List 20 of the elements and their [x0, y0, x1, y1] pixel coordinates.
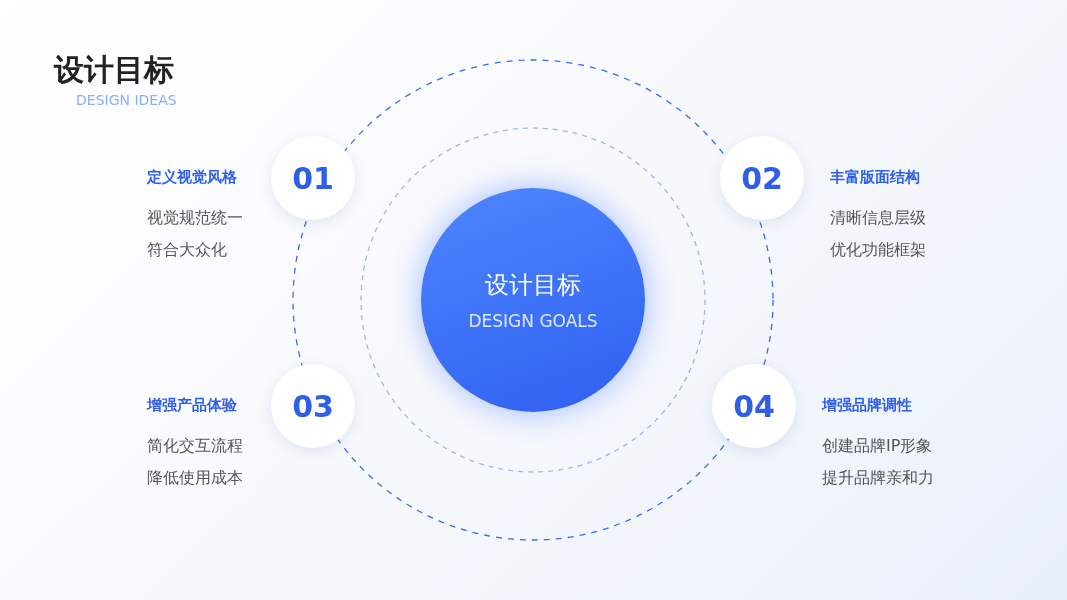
item-description: 简化交互流程	[147, 436, 243, 457]
step-number: 04	[733, 388, 775, 424]
item-description: 清晰信息层级	[830, 208, 926, 229]
step-number: 02	[741, 160, 783, 196]
background-subtitle: DESIGN IDEAS	[76, 92, 177, 108]
page-title: 设计目标	[54, 51, 174, 89]
center-title: 设计目标	[485, 270, 581, 301]
center-subtitle: DESIGN GOALS	[468, 311, 598, 331]
step-number: 01	[292, 160, 334, 196]
item-description: 符合大众化	[147, 240, 227, 261]
item-description: 优化功能框架	[830, 240, 926, 261]
step-number: 03	[292, 388, 334, 424]
item-heading: 丰富版面结构	[830, 168, 920, 187]
item-heading: 增强产品体验	[147, 396, 237, 415]
item-heading: 增强品牌调性	[822, 396, 912, 415]
item-description: 提升品牌亲和力	[822, 468, 934, 489]
item-description: 视觉规范统一	[147, 208, 243, 229]
item-description: 降低使用成本	[147, 468, 243, 489]
item-description: 创建品牌IP形象	[822, 436, 933, 457]
item-heading: 定义视觉风格	[147, 168, 237, 187]
